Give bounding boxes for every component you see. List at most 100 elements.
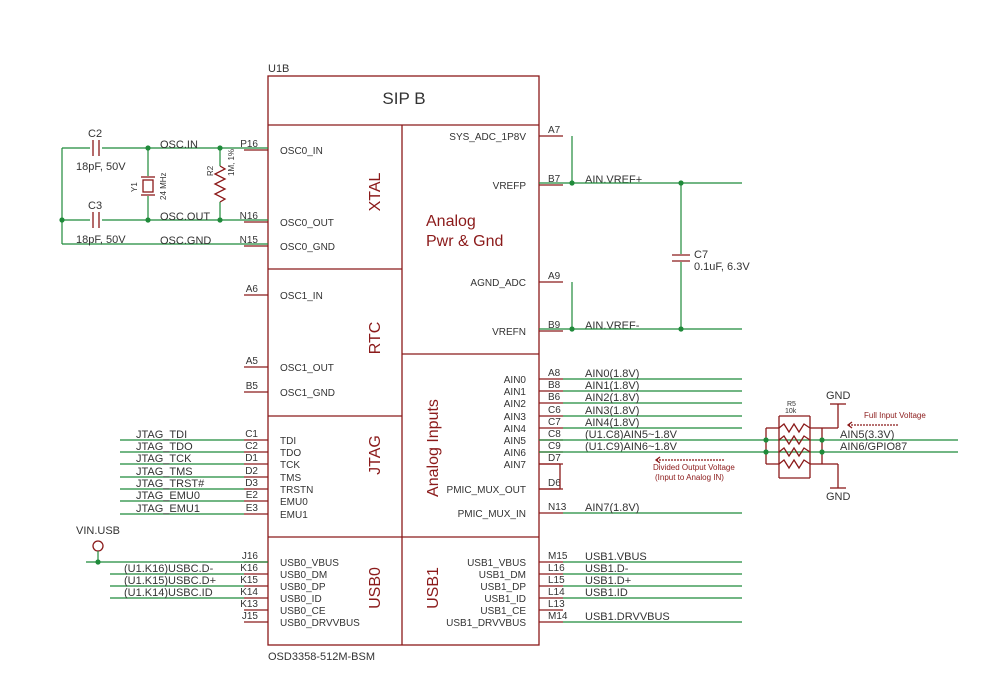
- pin-number-usb1-dp: L15: [548, 575, 565, 586]
- net-label-jtag-trst: JTAG_TRST#: [136, 478, 205, 490]
- pin-number-ain7: D7: [548, 453, 561, 464]
- vref-network: [539, 136, 742, 332]
- r5-value: 10k: [785, 408, 797, 415]
- pin-name-ain2: AIN2: [504, 399, 527, 410]
- section-analog-inputs: Analog Inputs: [425, 399, 442, 497]
- full-input-note: Full Input Voltage: [864, 411, 926, 420]
- pin-name-trstn: TRSTN: [280, 485, 313, 496]
- r5-ref: R5: [787, 401, 796, 408]
- chip-part: OSD3358-512M-BSM: [268, 651, 375, 663]
- pin-name-tms: TMS: [280, 473, 301, 484]
- net-label-net-usb1-id: USB1.ID: [585, 587, 628, 599]
- pmic-mux-loop: [539, 463, 561, 490]
- pin-number-vrefn: B9: [548, 320, 561, 331]
- pin-name-ain1: AIN1: [504, 387, 527, 398]
- pin-name-usb1-id: USB1_ID: [484, 594, 526, 605]
- pin-name-usb1-drvvbus: USB1_DRVVBUS: [446, 618, 526, 629]
- net-label-net-ain6: (U1.C9)AIN6~1.8V: [585, 441, 678, 453]
- net-label-usbc-dm: (U1.K16)USBC.D-: [124, 563, 214, 575]
- pin-number-osc1-in: A6: [246, 284, 259, 295]
- capacitor-c7: [672, 254, 690, 262]
- pin-number-tms: D2: [245, 466, 258, 477]
- y1-value: 24 MHz: [159, 172, 168, 200]
- net-label-net-ain7: AIN7(1.8V): [585, 502, 639, 514]
- ain5-output-label: AIN5(3.3V): [840, 429, 894, 441]
- capacitor-c3: [90, 212, 102, 228]
- pin-name-usb1-dp: USB1_DP: [480, 582, 526, 593]
- pin-number-usb1-vbus: M15: [548, 551, 568, 562]
- net-label-net-usb1-drvvbus: USB1.DRVVBUS: [585, 611, 670, 623]
- net-osc-in: OSC.IN: [160, 139, 198, 151]
- pin-number-usb1-ce: L13: [548, 599, 565, 610]
- pin-name-osc1-in: OSC1_IN: [280, 291, 323, 302]
- pin-name-osc0-out: OSC0_OUT: [280, 218, 334, 229]
- r2-value: 1M, 1%: [227, 149, 236, 176]
- net-label-net-usb1-dm: USB1.D-: [585, 563, 629, 575]
- pin-name-emu1: EMU1: [280, 510, 308, 521]
- pin-number-usb1-id: L14: [548, 587, 565, 598]
- pin-number-tdo: C2: [245, 441, 258, 452]
- net-label-net-ain1: AIN1(1.8V): [585, 380, 639, 392]
- pin-name-usb1-dm: USB1_DM: [479, 570, 526, 581]
- net-label-usbc-dp: (U1.K15)USBC.D+: [124, 575, 216, 587]
- pin-name-vrefp: VREFP: [493, 181, 527, 192]
- pin-name-sys-adc: SYS_ADC_1P8V: [449, 132, 526, 143]
- ain6-output-label: AIN6/GPIO87: [840, 441, 907, 453]
- chip-name: SIP B: [382, 89, 425, 108]
- pin-name-usb1-ce: USB1_CE: [480, 606, 526, 617]
- c3-value: 18pF, 50V: [76, 234, 126, 246]
- pin-name-pmic-mux-in: PMIC_MUX_IN: [458, 509, 526, 520]
- divided-note-2: (Input to Analog IN): [655, 473, 724, 482]
- net-label-jtag-tms: JTAG_TMS: [136, 466, 193, 478]
- pin-name-usb1-vbus: USB1_VBUS: [467, 558, 526, 569]
- c3-ref: C3: [88, 200, 102, 212]
- net-label-net-ain5: (U1.C8)AIN5~1.8V: [585, 429, 678, 441]
- net-osc-gnd: OSC.GND: [160, 235, 211, 247]
- pin-name-usb0-dp: USB0_DP: [280, 582, 326, 593]
- net-label-net-ain3: AIN3(1.8V): [585, 405, 639, 417]
- net-label-usbc-id: (U1.K14)USBC.ID: [124, 587, 213, 599]
- section-analog-pwr-2: Pwr & Gnd: [426, 233, 503, 250]
- pin-name-pmic-mux-out: PMIC_MUX_OUT: [447, 485, 526, 496]
- pin-number-ain3: C6: [548, 405, 561, 416]
- pin-name-usb0-vbus: USB0_VBUS: [280, 558, 339, 569]
- pin-name-ain7: AIN7: [504, 460, 527, 471]
- net-label-net-usb1-dp: USB1.D+: [585, 575, 631, 587]
- net-label-jtag-emu1: JTAG_EMU1: [136, 503, 200, 515]
- pin-number-emu0: E2: [246, 490, 259, 501]
- pin-name-usb0-drvvbus: USB0_DRVVBUS: [280, 618, 360, 629]
- c7-value: 0.1uF, 6.3V: [694, 261, 750, 273]
- pin-name-emu0: EMU0: [280, 497, 308, 508]
- vin-usb-supply: [86, 540, 268, 565]
- pin-number-tck: D1: [245, 453, 258, 464]
- pin-number-vrefp: B7: [548, 174, 561, 185]
- pin-number-ain4: C7: [548, 417, 561, 428]
- net-label-jtag-tdo: JTAG_TDO: [136, 441, 193, 453]
- net-label-net-usb1-vbus: USB1.VBUS: [585, 551, 647, 563]
- pin-name-osc1-gnd: OSC1_GND: [280, 388, 335, 399]
- pin-number-tdi: C1: [245, 429, 258, 440]
- c2-ref: C2: [88, 128, 102, 140]
- net-label-jtag-tck: JTAG_TCK: [136, 453, 192, 465]
- net-label-net-ain2: AIN2(1.8V): [585, 392, 639, 404]
- pin-number-osc0-out: N16: [240, 211, 259, 222]
- net-label-ain-vref-n: AIN.VREF-: [585, 320, 640, 332]
- pin-number-ain2: B6: [548, 392, 561, 403]
- pin-name-usb0-id: USB0_ID: [280, 594, 322, 605]
- net-label-jtag-tdi: JTAG_TDI: [136, 429, 187, 441]
- pin-number-usb1-dm: L16: [548, 563, 565, 574]
- c7-ref: C7: [694, 249, 708, 261]
- pin-number-ain1: B8: [548, 380, 561, 391]
- pin-name-tck: TCK: [280, 460, 300, 471]
- full-input-arrowhead: [846, 421, 853, 429]
- c2-value: 18pF, 50V: [76, 161, 126, 173]
- pin-number-emu1: E3: [246, 503, 259, 514]
- pin-number-trstn: D3: [245, 478, 258, 489]
- net-osc-out: OSC.OUT: [160, 211, 210, 223]
- pin-name-ain3: AIN3: [504, 412, 527, 423]
- capacitor-c2: [90, 140, 102, 156]
- section-analog-pwr-1: Analog: [426, 213, 476, 230]
- pin-name-osc1-out: OSC1_OUT: [280, 363, 334, 374]
